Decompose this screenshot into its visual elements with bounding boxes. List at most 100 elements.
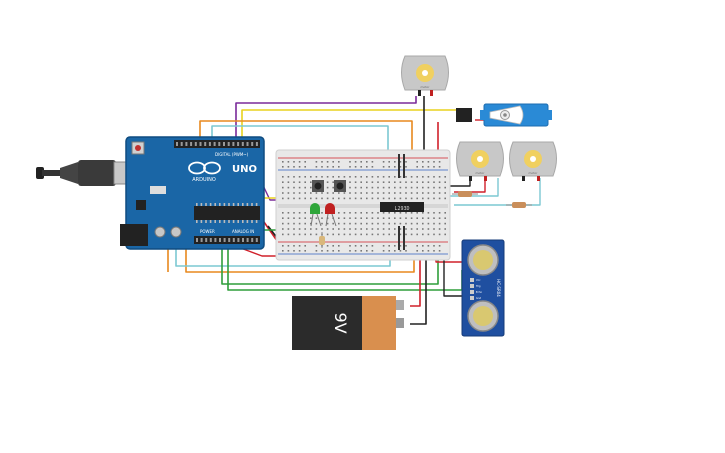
breadboard-hole bbox=[293, 212, 295, 214]
servo-motor[interactable] bbox=[456, 103, 552, 127]
breadboard-hole bbox=[405, 166, 407, 168]
breadboard-hole bbox=[366, 186, 368, 189]
breadboard-hole bbox=[427, 217, 430, 219]
breadboard-hole bbox=[332, 176, 334, 178]
header-pin bbox=[180, 142, 183, 146]
arduino-uno-board[interactable]: ARDUINO UNO DIGITAL (PWM~) ANALOG IN POW… bbox=[120, 136, 265, 250]
breadboard-hole bbox=[366, 161, 368, 163]
header-pin bbox=[251, 238, 254, 242]
analog-pins bbox=[196, 238, 258, 242]
breadboard-hole bbox=[304, 228, 306, 230]
breadboard-hole bbox=[287, 181, 290, 183]
header-pin bbox=[246, 238, 249, 242]
breadboard-hole bbox=[304, 222, 306, 225]
breadboard-hole bbox=[282, 245, 284, 247]
breadboard-hole bbox=[326, 166, 329, 168]
ultrasonic-sensor[interactable]: HC-SR04 Vcc Trig Echo Gnd bbox=[461, 239, 505, 337]
header-pin bbox=[219, 238, 221, 242]
breadboard-hole bbox=[332, 186, 334, 189]
motor-label: motor bbox=[420, 85, 430, 89]
breadboard-hole bbox=[438, 212, 441, 214]
breadboard-hole bbox=[360, 166, 362, 168]
header-pin bbox=[218, 142, 221, 146]
breadboard-hole bbox=[321, 166, 323, 168]
breadboard-hole bbox=[433, 233, 435, 236]
breadboard-hole bbox=[399, 245, 402, 247]
breadboard-hole bbox=[382, 181, 385, 183]
breadboard-hole bbox=[349, 186, 351, 189]
breadboard-hole bbox=[410, 217, 413, 219]
breadboard-hole bbox=[433, 222, 435, 225]
breadboard-hole bbox=[377, 233, 379, 236]
header-pin bbox=[223, 142, 225, 146]
wire-purple-top bbox=[235, 96, 417, 142]
header-pin bbox=[232, 142, 235, 146]
breadboard-hole bbox=[371, 233, 374, 236]
breadboard-hole bbox=[405, 161, 407, 163]
header-pin bbox=[246, 142, 249, 146]
breadboard-hole bbox=[287, 161, 290, 163]
breadboard-hole bbox=[405, 217, 407, 219]
push-button[interactable] bbox=[312, 180, 324, 192]
chip-leg bbox=[205, 203, 207, 206]
breadboard-hole bbox=[366, 166, 368, 168]
breadboard-hole bbox=[388, 222, 390, 225]
breadboard-hole bbox=[354, 181, 357, 183]
breadboard-hole bbox=[315, 161, 318, 163]
breadboard-hole bbox=[360, 217, 362, 219]
breadboard-hole bbox=[326, 228, 329, 230]
header-pin bbox=[190, 142, 193, 146]
breadboard-hole bbox=[388, 233, 390, 236]
breadboard-hole bbox=[349, 245, 351, 247]
breadboard-hole bbox=[388, 181, 390, 183]
breadboard-hole bbox=[444, 217, 446, 219]
breadboard-hole bbox=[293, 176, 295, 178]
chip-leg bbox=[232, 203, 235, 206]
breadboard-hole bbox=[371, 222, 374, 225]
breadboard-hole bbox=[399, 250, 402, 252]
breadboard-hole bbox=[427, 192, 430, 194]
wire-black-sensor bbox=[443, 248, 462, 297]
breadboard-hole bbox=[366, 217, 368, 219]
breadboard-hole bbox=[433, 176, 435, 178]
breadboard-hole bbox=[438, 222, 441, 225]
breadboard-hole bbox=[377, 222, 379, 225]
breadboard-hole bbox=[354, 222, 357, 225]
breadboard-hole bbox=[422, 228, 424, 230]
header-pin bbox=[204, 142, 207, 146]
breadboard-hole bbox=[377, 176, 379, 178]
sensor-pin-vcc: Vcc bbox=[476, 278, 481, 282]
breadboard-hole bbox=[416, 197, 418, 200]
dc-motor-top[interactable]: motor bbox=[401, 55, 449, 96]
dc-motor-middle[interactable]: motor bbox=[456, 141, 504, 181]
breadboard-hole bbox=[388, 161, 390, 163]
breadboard-hole bbox=[315, 250, 318, 252]
breadboard-hole bbox=[338, 217, 340, 219]
digital-header bbox=[174, 140, 260, 148]
breadboard[interactable] bbox=[275, 149, 451, 261]
breadboard-hole bbox=[371, 186, 374, 189]
breadboard-hole bbox=[349, 192, 351, 194]
breadboard-hole bbox=[282, 161, 284, 163]
chip-leg bbox=[196, 220, 198, 223]
push-button[interactable] bbox=[334, 180, 346, 192]
breadboard-hole bbox=[287, 250, 290, 252]
breadboard-hole bbox=[394, 192, 396, 194]
breadboard-hole bbox=[444, 186, 446, 189]
breadboard-hole bbox=[438, 181, 441, 183]
breadboard-hole bbox=[422, 176, 424, 178]
breadboard-hole bbox=[394, 228, 396, 230]
breadboard-hole bbox=[416, 217, 418, 219]
breadboard-hole bbox=[371, 176, 374, 178]
breadboard-hole bbox=[310, 176, 312, 178]
breadboard-hole bbox=[371, 245, 374, 247]
breadboard-hole bbox=[377, 217, 379, 219]
breadboard-hole bbox=[377, 212, 379, 214]
breadboard-hole bbox=[338, 245, 340, 247]
breadboard-holes bbox=[282, 161, 446, 252]
dc-motor-right[interactable]: motor bbox=[509, 141, 557, 181]
sensor-pin-gnd: Gnd bbox=[476, 296, 482, 300]
breadboard-hole bbox=[410, 197, 413, 200]
breadboard-hole bbox=[326, 250, 329, 252]
digital-label: DIGITAL (PWM~) bbox=[215, 152, 249, 157]
